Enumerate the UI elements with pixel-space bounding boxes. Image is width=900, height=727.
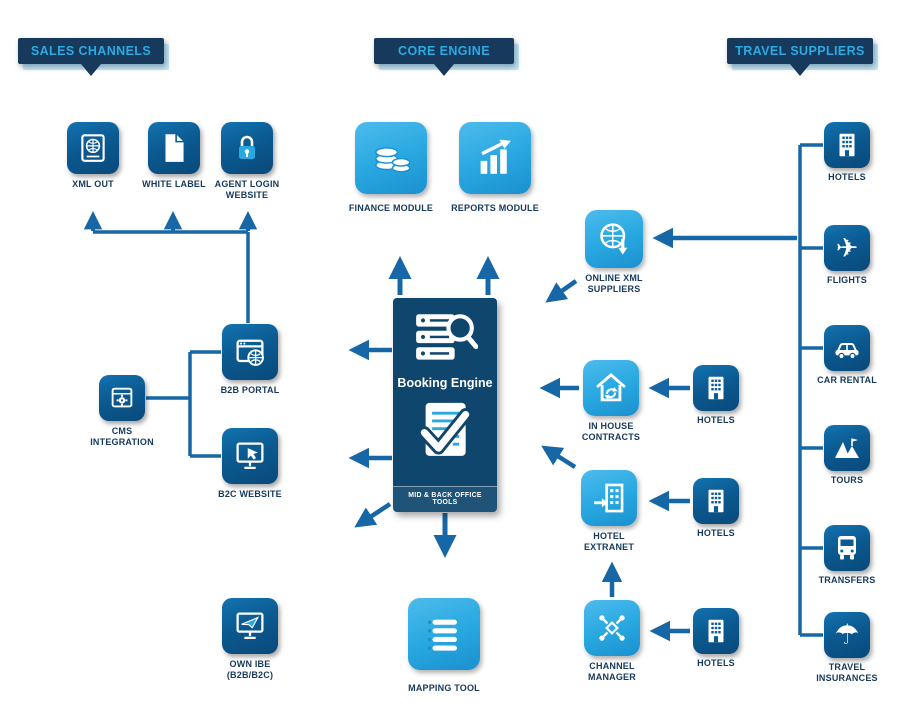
- node-hotels-channel: [693, 608, 739, 654]
- label-finance-module: FINANCE MODULE: [348, 203, 434, 213]
- node-supplier-transfers: [824, 525, 870, 571]
- label-online-xml-suppliers: ONLINE XML SUPPLIERS: [585, 273, 643, 295]
- node-xml-out: [67, 122, 119, 174]
- label-agent-login: AGENT LOGIN WEBSITE: [214, 179, 280, 201]
- building-icon: [832, 130, 862, 160]
- banner-tail: [790, 64, 810, 76]
- list-lines-icon: [421, 611, 467, 657]
- blank-document-icon: [157, 131, 191, 165]
- bus-icon: [831, 532, 863, 564]
- bar-chart-arrow-icon: [472, 135, 518, 181]
- label-supplier-tours: TOURS: [830, 475, 864, 485]
- building-icon: [701, 373, 731, 403]
- label-own-ibe: OWN IBE (B2B/B2C): [226, 659, 274, 681]
- xml-document-globe-icon: [76, 131, 110, 165]
- node-b2c-website: [222, 428, 278, 484]
- node-mapping-tool: [408, 598, 480, 670]
- node-supplier-flights: ✈: [824, 225, 870, 271]
- label-channel-manager: CHANNEL MANAGER: [588, 661, 636, 683]
- label-hotels-extranet: HOTELS: [697, 528, 735, 538]
- browser-globe-icon: [232, 334, 268, 370]
- label-in-house-contracts: IN HOUSE CONTRACTS: [581, 421, 641, 443]
- monitor-plane-icon: [232, 608, 268, 644]
- node-white-label: [148, 122, 200, 174]
- node-supplier-travel-insurances: ☂: [824, 612, 870, 658]
- label-mapping-tool: MAPPING TOOL: [408, 683, 480, 693]
- umbrella-icon: ☂: [834, 618, 860, 651]
- label-hotels-channel: HOTELS: [697, 658, 735, 668]
- node-reports-module: [459, 122, 531, 194]
- banner-tail: [81, 64, 101, 76]
- label-supplier-transfers: TRANSFERS: [818, 575, 876, 585]
- label-b2b-portal: B2B PORTAL: [220, 385, 280, 395]
- server-search-icon: [412, 310, 478, 368]
- label-b2c-website: B2C WEBSITE: [218, 489, 282, 499]
- banner-core-engine: CORE ENGINE: [374, 38, 514, 64]
- node-finance-module: [355, 122, 427, 194]
- node-agent-login: [221, 122, 273, 174]
- label-supplier-flights: FLIGHTS: [827, 275, 867, 285]
- label-cms-integration: CMS INTEGRATION: [90, 426, 154, 448]
- house-refresh-icon: [592, 369, 630, 407]
- coin-stacks-icon: [368, 135, 414, 181]
- node-channel-manager: [584, 600, 640, 656]
- label-supplier-car-rental: CAR RENTAL: [817, 375, 877, 385]
- document-check-icon: [414, 398, 476, 462]
- arrow-engine-to-own-ibe: [354, 502, 392, 528]
- label-xml-out: XML OUT: [72, 179, 114, 189]
- node-hotels-in-house: [693, 365, 739, 411]
- airplane-icon: ✈: [835, 232, 859, 264]
- arrow-extranet-to-engine: [541, 445, 577, 469]
- label-reports-module: REPORTS MODULE: [451, 203, 539, 213]
- booking-engine-title: Booking Engine: [397, 376, 493, 390]
- label-supplier-travel-insurances: TRAVEL INSURANCES: [816, 662, 878, 684]
- banner-tail: [434, 64, 454, 76]
- node-in-house-contracts: [583, 360, 639, 416]
- monitor-cursor-icon: [232, 438, 268, 474]
- node-b2b-portal: [222, 324, 278, 380]
- car-icon: [831, 332, 863, 364]
- node-booking-engine: Booking Engine MID & BACK OFFICE TOOLS: [393, 298, 497, 512]
- padlock-icon: [231, 132, 263, 164]
- node-own-ibe: [222, 598, 278, 654]
- globe-download-icon: [594, 219, 634, 259]
- label-white-label: WHITE LABEL: [142, 179, 206, 189]
- node-hotel-extranet: [581, 470, 637, 526]
- label-supplier-hotels: HOTELS: [828, 172, 866, 182]
- node-hotels-extranet: [693, 478, 739, 524]
- node-online-xml-suppliers: [585, 210, 643, 268]
- network-hub-icon: [593, 609, 631, 647]
- building-login-icon: [590, 479, 628, 517]
- node-supplier-car-rental: [824, 325, 870, 371]
- mountains-icon: [831, 432, 863, 464]
- label-hotels-in-house: HOTELS: [697, 415, 735, 425]
- building-icon: [701, 616, 731, 646]
- label-hotel-extranet: HOTEL EXTRANET: [583, 531, 635, 553]
- building-icon: [701, 486, 731, 516]
- node-supplier-tours: [824, 425, 870, 471]
- banner-sales-channels: SALES CHANNELS: [18, 38, 164, 64]
- node-cms-integration: [99, 375, 145, 421]
- gear-card-icon: [107, 383, 137, 413]
- banner-travel-suppliers: TRAVEL SUPPLIERS: [727, 38, 873, 64]
- node-supplier-hotels: [824, 122, 870, 168]
- booking-engine-footer: MID & BACK OFFICE TOOLS: [393, 486, 497, 512]
